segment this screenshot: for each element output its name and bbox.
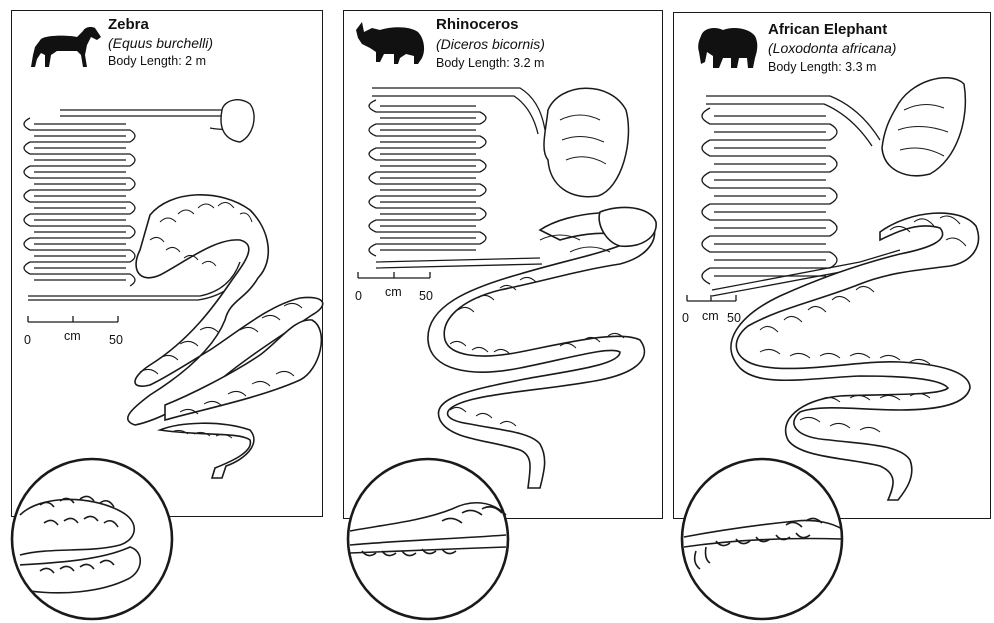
rhinoceros-scale-unit: cm [385, 285, 402, 299]
zebra-magnified-detail [10, 455, 180, 623]
rhinoceros-body-length: Body Length: 3.2 m [436, 56, 544, 70]
rhinoceros-scientific-name: (Diceros bicornis) [436, 36, 545, 52]
elephant-scale-min: 0 [682, 311, 689, 325]
elephant-magnified-detail [676, 455, 846, 623]
rhinoceros-scale-min: 0 [355, 289, 362, 303]
zebra-scale-unit: cm [64, 329, 81, 343]
zebra-scientific-name: (Equus burchelli) [108, 35, 213, 51]
zebra-silhouette-icon [27, 25, 103, 71]
zebra-body-length: Body Length: 2 m [108, 54, 206, 68]
rhinoceros-silhouette-icon [352, 18, 430, 66]
rhinoceros-name: Rhinoceros [436, 16, 519, 33]
elephant-name: African Elephant [768, 21, 887, 38]
rhinoceros-scale-max: 50 [419, 289, 433, 303]
elephant-scale-max: 50 [727, 311, 741, 325]
rhinoceros-magnified-detail [342, 455, 512, 623]
zebra-scale-max: 50 [109, 333, 123, 347]
zebra-name: Zebra [108, 16, 149, 33]
zebra-panel [11, 10, 323, 517]
rhinoceros-panel [343, 10, 663, 519]
zebra-scale-min: 0 [24, 333, 31, 347]
elephant-body-length: Body Length: 3.3 m [768, 60, 876, 74]
elephant-silhouette-icon [693, 22, 763, 70]
elephant-scientific-name: (Loxodonta africana) [768, 40, 896, 56]
elephant-panel [673, 12, 991, 519]
elephant-scale-unit: cm [702, 309, 719, 323]
